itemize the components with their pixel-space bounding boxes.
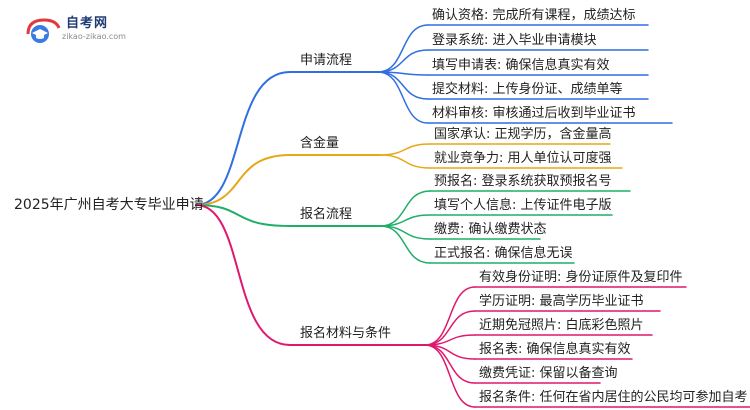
leaf-label: 缴费: 确认缴费状态 (434, 222, 547, 237)
leaf-connector (379, 225, 431, 240)
logo-url: zikao-zikao.com (62, 32, 126, 41)
branch-connector (195, 204, 291, 227)
leaf-label: 填写个人信息: 上传证件电子版 (434, 198, 612, 213)
leaf-label: 缴费凭证: 保留以备查询 (479, 366, 618, 381)
leaf-label: 材料审核: 审核通过后收到毕业证书 (432, 106, 636, 121)
leaf-label: 近期免冠照片: 白底彩色照片 (479, 318, 644, 333)
leaf-label: 提交材料: 上传身份证、成绩单等 (432, 82, 623, 97)
graduation-cap-icon (26, 18, 61, 43)
leaf-connector (424, 286, 476, 346)
leaf-label: 报名表: 确保信息真实有效 (479, 342, 631, 357)
leaf-connector (377, 71, 429, 100)
leaf-label: 有效身份证明: 身份证原件及复印件 (479, 270, 683, 285)
leaf-label: 预报名: 登录系统获取预报名号 (434, 174, 612, 189)
leaf-connector (377, 24, 429, 73)
leaf-label: 报名条件: 任何在省内居住的公民均可参加自考 (479, 390, 748, 405)
branch-label: 含金量 (300, 136, 340, 151)
logo-name: 自考网 (66, 16, 109, 31)
leaf-label: 正式报名: 确保信息无误 (434, 246, 573, 261)
leaf-label: 登录系统: 进入毕业申请模块 (432, 33, 597, 48)
leaf-label: 学历证明: 最高学历毕业证书 (479, 294, 644, 309)
root-topic: 2025年广州自考大专毕业申请 (14, 197, 204, 213)
leaf-connector (379, 225, 431, 264)
leaf-label: 就业竞争力: 用人单位认可度强 (434, 151, 612, 166)
leaf-connector (377, 49, 429, 73)
leaf-label: 填写申请表: 确保信息真实有效 (432, 58, 610, 73)
branch-connector (195, 204, 291, 346)
branch-connector (195, 71, 291, 206)
site-logo: 自考网 zikao-zikao.com (22, 6, 202, 52)
leaf-connector (377, 71, 429, 124)
mindmap-connectors (195, 24, 750, 408)
leaf-connector (379, 154, 431, 169)
leaf-connector (379, 143, 431, 156)
leaf-label: 确认资格: 完成所有课程，成绩达标 (432, 8, 636, 23)
branch-label: 申请流程 (300, 53, 353, 68)
branch-connector (195, 154, 291, 206)
branch-label: 报名流程 (300, 207, 353, 222)
leaf-connector (424, 344, 476, 408)
branch-label: 报名材料与条件 (300, 326, 392, 341)
leaf-label: 国家承认: 正规学历，含金量高 (434, 127, 612, 142)
